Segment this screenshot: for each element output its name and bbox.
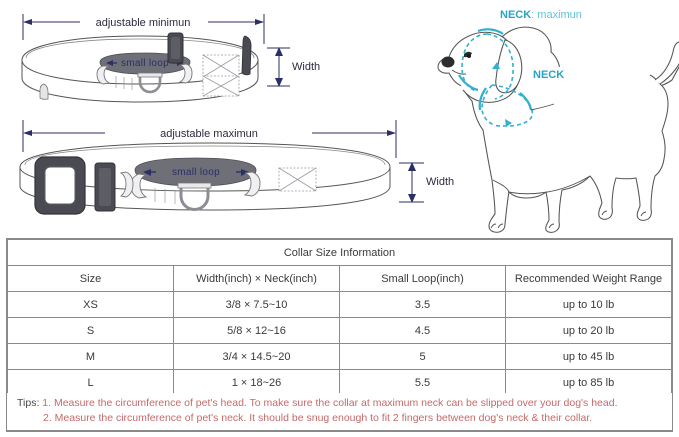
- cell-width-neck: 1 × 18~26: [173, 369, 340, 396]
- bottom-width-dimension: Width: [399, 162, 454, 203]
- cell-width-neck: 5/8 × 12~16: [173, 317, 340, 344]
- neck-measure: [478, 84, 534, 127]
- table-row: L 1 × 18~26 5.5 up to 85 lb: [7, 369, 672, 396]
- tips-line-1: Tips: 1. Measure the circumference of pe…: [17, 396, 672, 411]
- cell-weight-range: up to 20 lb: [505, 317, 672, 344]
- tips-item-2: 2. Measure the circumference of pet's ne…: [43, 412, 593, 424]
- tips-item-1: 1. Measure the circumference of pet's he…: [42, 397, 618, 409]
- top-buckle-tongue: [241, 35, 252, 76]
- cell-width-neck: 3/4 × 14.5~20: [173, 343, 340, 370]
- cell-weight-range: up to 45 lb: [505, 343, 672, 370]
- bottom-slider-hardware: [94, 162, 116, 212]
- neck-max-measure: [458, 28, 514, 100]
- cell-size: L: [7, 369, 174, 396]
- bottom-small-loop-label: small loop: [172, 167, 220, 178]
- bottom-d-ring: [177, 182, 212, 211]
- neck-max-label: NECK: maximun: [500, 9, 582, 21]
- cell-small-loop: 5.5: [339, 369, 506, 396]
- table-title: Collar Size Information: [7, 239, 672, 266]
- table-row: M 3/4 × 14.5~20 5 up to 45 lb: [7, 343, 672, 370]
- dog-illustration: NECK: maximun NECK: [437, 9, 679, 233]
- cell-size: XS: [7, 291, 174, 318]
- bottom-dimension-label: adjustable maximun: [160, 128, 258, 140]
- table-row: XS 3/8 × 7.5~10 3.5 up to 10 lb: [7, 291, 672, 318]
- tips-section: Tips: 1. Measure the circumference of pe…: [6, 393, 673, 431]
- table-header-row: Size Width(inch) × Neck(inch) Small Loop…: [7, 265, 672, 292]
- diagram-area: adjustable minimun small loop: [19, 9, 679, 233]
- top-small-loop-label: small loop: [121, 58, 169, 69]
- top-dimension-label: adjustable minimun: [96, 17, 191, 29]
- top-width-dimension: Width: [267, 47, 320, 87]
- cell-small-loop: 5: [339, 343, 506, 370]
- header-size: Size: [7, 265, 174, 292]
- tips-label: Tips:: [17, 397, 40, 409]
- header-weight-range: Recommended Weight Range: [505, 265, 672, 292]
- top-collar-diagram: adjustable minimun small loop: [21, 14, 320, 103]
- collar-size-table: Collar Size Information Size Width(inch)…: [7, 239, 672, 396]
- table-title-row: Collar Size Information: [7, 239, 672, 266]
- bottom-collar-diagram: adjustable maximun small loop: [19, 120, 454, 215]
- bottom-width-label: Width: [426, 176, 454, 188]
- top-d-ring: [137, 72, 163, 94]
- table-row: S 5/8 × 12~16 4.5 up to 20 lb: [7, 317, 672, 344]
- top-stitch-panel: [202, 54, 240, 97]
- bottom-stitch-panel: [278, 167, 317, 192]
- cell-size: M: [7, 343, 174, 370]
- tips-line-2: 2. Measure the circumference of pet's ne…: [17, 411, 672, 426]
- header-width-neck: Width(inch) × Neck(inch): [173, 265, 340, 292]
- cell-width-neck: 3/8 × 7.5~10: [173, 291, 340, 318]
- cell-small-loop: 3.5: [339, 291, 506, 318]
- cell-size: S: [7, 317, 174, 344]
- collar-size-table-container: Collar Size Information Size Width(inch)…: [6, 238, 673, 432]
- header-small-loop: Small Loop(inch): [339, 265, 506, 292]
- neck-label: NECK: [533, 69, 564, 81]
- cell-weight-range: up to 85 lb: [505, 369, 672, 396]
- top-width-label: Width: [292, 61, 320, 73]
- top-slider-hardware: [167, 32, 184, 64]
- cell-weight-range: up to 10 lb: [505, 291, 672, 318]
- bottom-square-buckle: [34, 156, 86, 215]
- bottom-small-loop-band: [134, 157, 257, 187]
- cell-small-loop: 4.5: [339, 317, 506, 344]
